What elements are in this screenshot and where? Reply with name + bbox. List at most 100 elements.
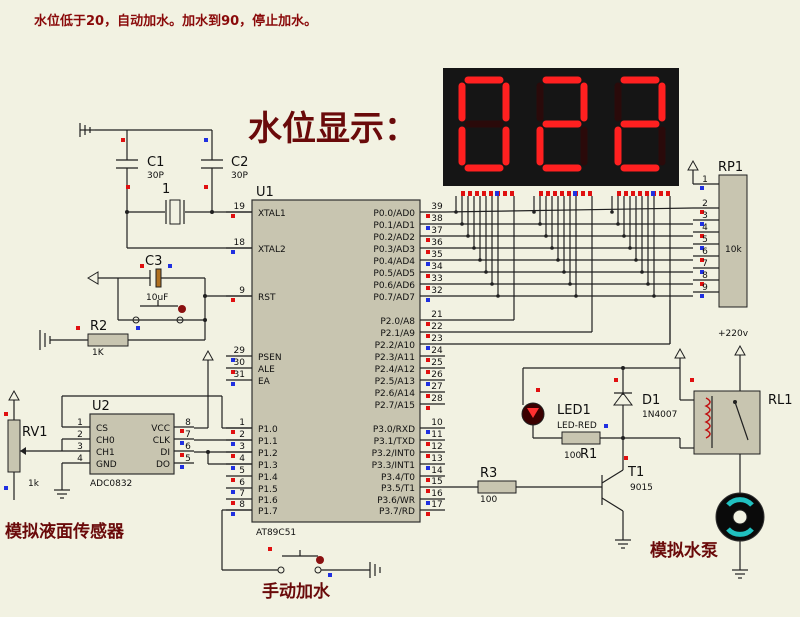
rp1-pin-5: 5	[693, 235, 719, 250]
led-section: LED1 LED-RED 100 R1	[521, 347, 686, 462]
rp1-pin-7: 7	[693, 259, 719, 274]
u1-pin-name: P3.3/INT1	[372, 461, 415, 471]
u1-part: AT89C51	[256, 528, 296, 538]
rp1-pin-number: 7	[702, 259, 708, 269]
u1-pin-name: P2.7/A15	[375, 401, 415, 411]
t1-ref: T1	[627, 465, 644, 480]
manual-label: 手动加水	[262, 581, 331, 602]
rp1-ref: RP1	[718, 160, 743, 175]
seven-segment-display	[443, 68, 679, 196]
u1-pin-name: P2.3/A11	[375, 353, 415, 363]
manual-switch	[221, 509, 381, 578]
u1-pin-name: P0.1/AD1	[373, 221, 415, 231]
u1-body	[251, 199, 421, 523]
u1-pin-5: 5P1.4	[226, 466, 278, 483]
led1-part: LED-RED	[557, 421, 597, 431]
u1-pin-number: 19	[234, 202, 246, 212]
crystal-section: C1 30P C2 30P 1	[79, 123, 252, 249]
rp1-pin-3: 3	[693, 211, 719, 226]
u1-pin-name: P2.0/A8	[380, 317, 415, 327]
u1-pin-name: P2.1/A9	[380, 329, 415, 339]
u1-pin-name: P2.6/A14	[375, 389, 416, 399]
rl1-ref: RL1	[768, 393, 793, 408]
d1-ref: D1	[642, 393, 660, 408]
u1-pin-number: 11	[431, 430, 442, 440]
u1-pin-name: P2.2/A10	[375, 341, 416, 351]
u1-pin-name: P1.1	[258, 437, 278, 447]
header-note: 水位低于20，自动加水。加水到90，停止加水。	[34, 13, 317, 29]
u1-pin-number: 15	[431, 477, 442, 487]
u1-pin-name: P2.4/A12	[375, 365, 415, 375]
u1-pin-number: 36	[431, 238, 443, 248]
u1-pin-name: XTAL2	[258, 245, 286, 255]
u1-pin-name: P1.7	[258, 507, 278, 517]
u1-pin-number: 5	[239, 466, 245, 476]
u1-pin-number: 24	[431, 346, 443, 356]
u1-pin-name: P0.0/AD0	[373, 209, 415, 219]
u1-pin-number: 37	[431, 226, 442, 236]
rp1-pin-number: 3	[702, 211, 708, 221]
u1-ref: U1	[256, 185, 274, 200]
u2-pin-1: 1CS	[62, 418, 108, 434]
u1-pin-name: P3.5/T1	[381, 484, 415, 494]
u1-pin-number: 23	[431, 334, 442, 344]
u1-pin-number: 28	[431, 394, 443, 404]
u1-pin-name: ALE	[258, 365, 275, 375]
u1-pin-name: P1.5	[258, 485, 278, 495]
c1-ref: C1	[147, 155, 164, 170]
u1-pin-number: 27	[431, 382, 442, 392]
r3-ref: R3	[480, 466, 497, 481]
rp1-pin-2: 2	[693, 199, 719, 214]
u1-pin-name: P0.7/AD7	[373, 293, 415, 303]
pump-label: 模拟水泵	[650, 540, 718, 561]
rp1-value: 10k	[725, 245, 742, 255]
u1-pin-number: 30	[234, 358, 246, 368]
u1-pin-name: P3.4/T0	[381, 473, 415, 483]
u1-pin-name: P3.7/RD	[379, 507, 415, 517]
u1-pin-name: P3.0/RXD	[373, 425, 415, 435]
u2-pin-name: VCC	[151, 424, 170, 434]
d1-part: 1N4007	[642, 410, 677, 420]
u1-pin-name: P1.6	[258, 496, 278, 506]
u2-part: ADC0832	[90, 479, 132, 489]
u2-pin-number: 3	[77, 442, 83, 452]
r1-ref: R1	[580, 447, 597, 462]
u2-pin-number: 8	[185, 418, 191, 428]
u2-pin-number: 4	[77, 454, 83, 464]
reset-section: C3 10uF R2 1K	[39, 254, 252, 358]
u1-pin-7: 7P1.6	[226, 489, 278, 506]
u1-pin-number: 10	[431, 418, 443, 428]
u2-pin-name: CS	[96, 424, 108, 434]
u2-pin-number: 7	[185, 430, 191, 440]
u2-pin-number: 6	[185, 442, 191, 452]
t1-part: 9015	[630, 483, 653, 493]
u1-pin-name: P0.4/AD4	[373, 257, 415, 267]
u1-pin-number: 25	[431, 358, 442, 368]
u1-pin-number: 29	[234, 346, 246, 356]
u1-pin-number: 22	[431, 322, 442, 332]
adc-section: U2 ADC0832 1CS2CH03CH14GND8VCC7CLK6DI5DO…	[4, 349, 252, 500]
u2-pin-number: 2	[77, 430, 83, 440]
rv1-value: 1k	[28, 479, 40, 489]
c2-value: 30P	[231, 171, 248, 181]
rp1-pin-number: 9	[702, 283, 708, 293]
c2-ref: C2	[231, 155, 248, 170]
